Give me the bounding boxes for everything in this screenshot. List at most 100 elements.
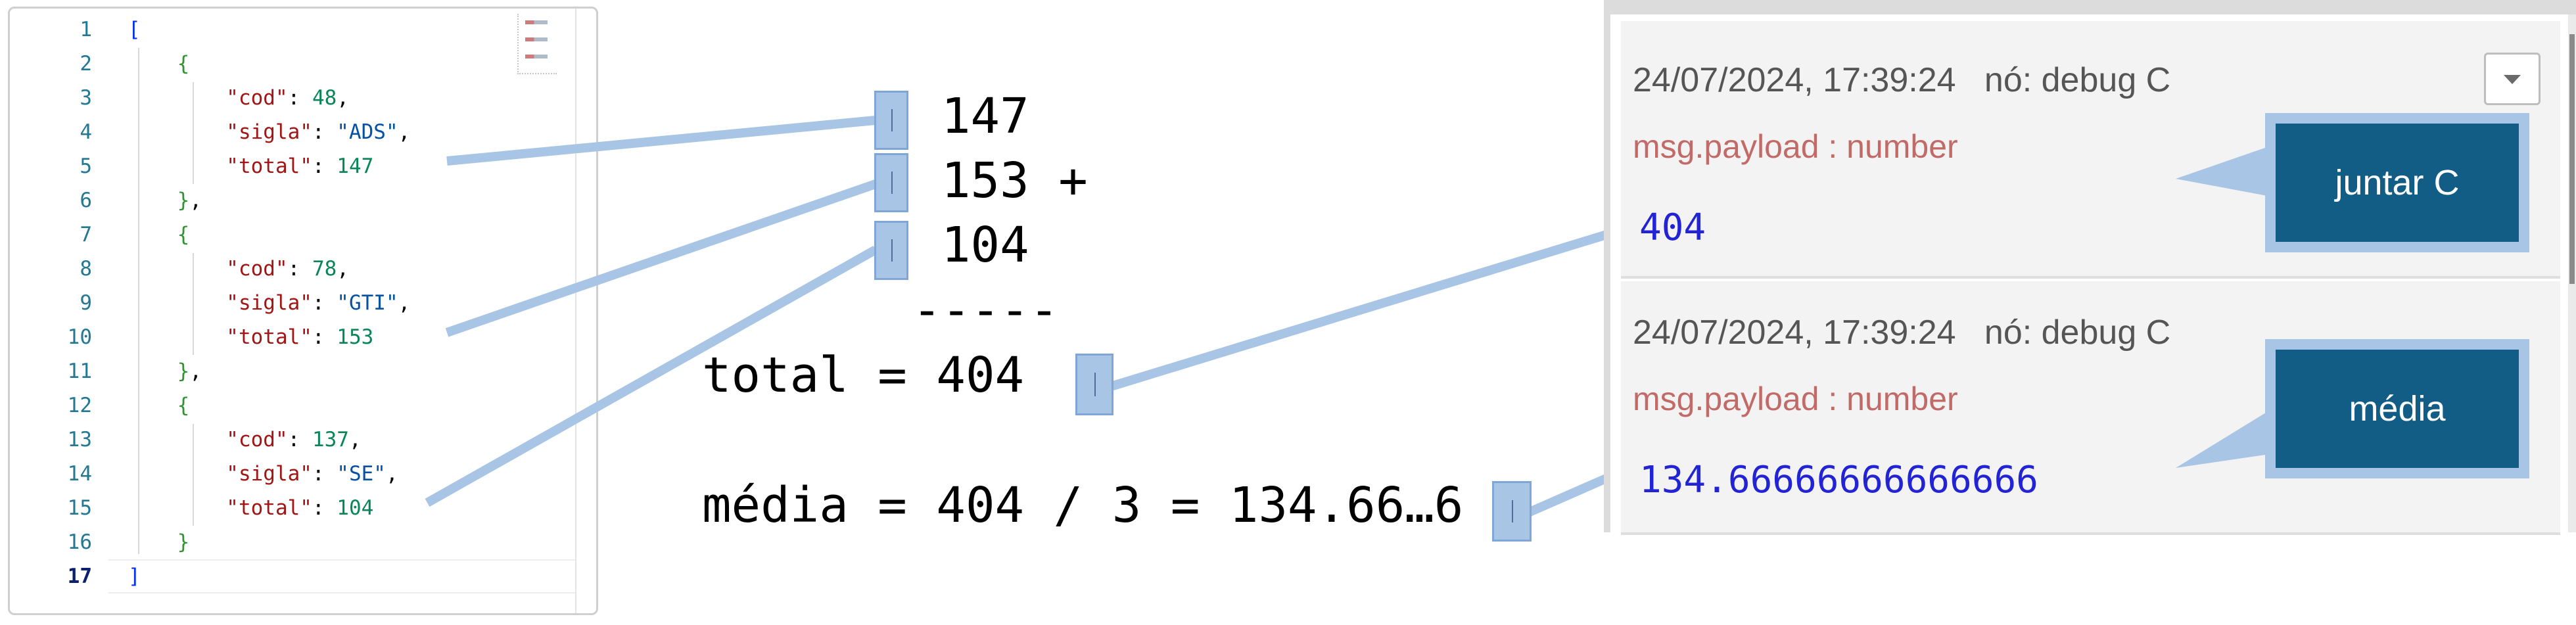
code-token: 48: [312, 86, 337, 110]
code-line: "cod": 78,: [128, 257, 349, 281]
line-number: 5: [80, 154, 92, 178]
code-token: ,: [398, 291, 411, 315]
code-line: }: [128, 530, 190, 554]
indent-guide: [193, 82, 194, 184]
code-line: },: [128, 359, 202, 383]
code-line: "sigla": "GTI",: [128, 291, 410, 315]
line-number: 11: [67, 359, 92, 383]
code-token: :: [312, 462, 337, 486]
code-token: :: [312, 496, 337, 520]
code-token: "GTI": [337, 291, 398, 315]
code-line: "total": 104: [128, 496, 373, 520]
current-line-highlight: [108, 559, 576, 593]
callout-juntar-c: juntar C: [2265, 113, 2529, 252]
connector-handle[interactable]: [1492, 481, 1532, 542]
code-token: "total": [128, 325, 312, 349]
line-number: 15: [67, 496, 92, 520]
code-token: "SE": [337, 462, 386, 486]
code-token: {: [128, 394, 190, 417]
code-token: }: [128, 359, 190, 383]
code-line: "total": 153: [128, 325, 373, 349]
code-token: }: [128, 189, 190, 212]
code-token: ,: [398, 120, 411, 144]
line-number: 6: [80, 189, 92, 212]
code-token: }: [128, 530, 190, 554]
code-token: ,: [337, 257, 349, 281]
debug-message-value[interactable]: 134.66666666666666: [1639, 459, 2038, 501]
code-token: :: [312, 291, 337, 315]
code-line: "sigla": "ADS",: [128, 120, 410, 144]
calc-separator: -----: [912, 282, 1059, 338]
debug-scrollbar[interactable]: [2568, 14, 2576, 532]
editor-scrollbar[interactable]: [575, 9, 596, 613]
code-token: "sigla": [128, 291, 312, 315]
code-line: {: [128, 394, 190, 417]
debug-message-value[interactable]: 404: [1639, 206, 1706, 249]
line-number: 1: [80, 18, 92, 41]
chevron-down-icon[interactable]: [2484, 53, 2541, 105]
callout-tail-media: [2176, 407, 2274, 468]
indent-guide: [193, 253, 194, 355]
code-line: },: [128, 189, 202, 212]
code-token: ,: [337, 86, 349, 110]
callout-tail-juntar: [2176, 145, 2274, 197]
line-number: 12: [67, 394, 92, 417]
connector-handle[interactable]: [1075, 354, 1113, 415]
debug-message-meta: 24/07/2024, 17:39:24 nó: debug C: [1633, 61, 2171, 99]
code-token: ,: [189, 189, 202, 212]
connector-153: [445, 179, 878, 337]
line-number: 16: [67, 530, 92, 554]
code-token: "cod": [128, 257, 288, 281]
code-token: "cod": [128, 86, 288, 110]
code-token: "sigla": [128, 462, 312, 486]
code-token: "cod": [128, 428, 288, 451]
calc-value-3: 104: [941, 217, 1029, 273]
code-token: ,: [385, 462, 398, 486]
connector-147: [446, 116, 876, 166]
code-token: "ADS": [337, 120, 398, 144]
line-number: 2: [80, 52, 92, 76]
indent-guide: [138, 48, 139, 554]
code-token: 78: [312, 257, 337, 281]
code-line: "cod": 137,: [128, 428, 362, 451]
code-token: :: [312, 154, 337, 178]
calc-value-1: 147: [941, 88, 1029, 145]
code-line: {: [128, 52, 190, 76]
code-line: "total": 147: [128, 154, 373, 178]
line-number: 17: [67, 565, 92, 588]
debug-message[interactable]: 24/07/2024, 17:39:24 nó: debug C msg.pay…: [1621, 21, 2560, 279]
minimap[interactable]: [517, 14, 557, 74]
code-token: "total": [128, 154, 312, 178]
debug-message-topic: msg.payload : number: [1633, 381, 1958, 417]
code-token: :: [287, 428, 312, 451]
code-token: ]: [128, 565, 141, 588]
line-number: 9: [80, 291, 92, 315]
code-token: ,: [348, 428, 362, 451]
line-number: 14: [67, 462, 92, 486]
code-line: "cod": 48,: [128, 86, 349, 110]
connector-handle[interactable]: [874, 91, 908, 150]
line-number: 13: [67, 428, 92, 451]
calc-media: média = 404 / 3 = 134.66…6: [702, 477, 1464, 534]
line-number: 8: [80, 257, 92, 281]
code-token: 153: [337, 325, 374, 349]
connector-total: [1109, 223, 1632, 391]
line-number: 10: [67, 325, 92, 349]
code-token: [: [128, 18, 141, 41]
code-token: :: [312, 325, 337, 349]
code-line: [: [128, 18, 141, 41]
calc-total: total = 404: [702, 347, 1025, 404]
code-token: "total": [128, 496, 312, 520]
code-token: {: [128, 52, 190, 76]
connector-104: [425, 245, 878, 507]
code-line: "sigla": "SE",: [128, 462, 398, 486]
code-line: ]: [128, 565, 141, 588]
code-token: 104: [337, 496, 374, 520]
connector-handle[interactable]: [874, 153, 908, 212]
callout-media: média: [2265, 339, 2529, 478]
code-token: :: [287, 86, 312, 110]
code-token: 137: [312, 428, 349, 451]
connector-handle[interactable]: [874, 221, 908, 280]
code-token: {: [128, 223, 190, 246]
line-number: 3: [80, 86, 92, 110]
